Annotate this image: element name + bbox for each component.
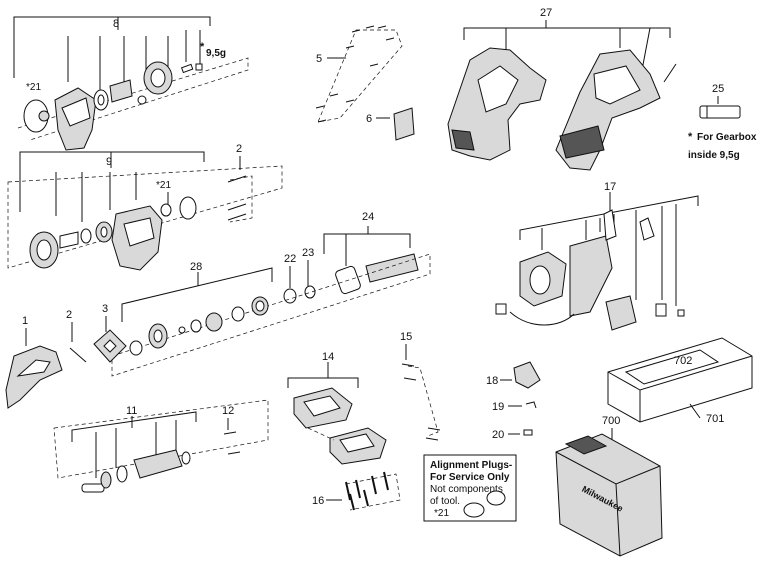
lock-button [513,361,541,389]
callout-700: 700 [602,415,620,427]
alignment-line2: For Service Only [430,472,510,483]
group-2-upper: 2 [227,143,253,223]
note-star21-b: *21 [156,180,171,191]
group-702-case: 702 701 [607,337,753,425]
callout-16: 16 [312,495,324,507]
group-27: 27 [447,7,677,171]
callout-702: 702 [674,355,692,367]
alignment-line4: of tool. [430,496,460,507]
callout-5: 5 [316,53,322,65]
asterisk-mark: * [200,41,205,53]
group-28: 28 [111,253,431,377]
group-15: 15 [400,331,441,441]
callout-24: 24 [362,211,374,223]
gearbox-note-line1: For Gearbox [697,132,757,143]
alignment-line3: Not components [430,484,503,495]
alignment-plug [463,502,485,518]
group-5: 5 [315,25,403,123]
callout-1: 1 [22,315,28,327]
group-25: 25 * For Gearbox inside 9,5g [688,83,757,161]
note-star21-a: *21 [26,82,41,93]
callout-11: 11 [126,405,137,417]
group-1: 1 [5,315,63,409]
callout-15: 15 [400,331,412,343]
callout-701: 701 [706,413,724,425]
armature-shaft [81,483,105,493]
callout-27: 27 [540,7,552,19]
callout-3: 3 [102,303,108,315]
weight-note: 9,5g [206,48,226,59]
group-11: 11 [53,399,269,493]
plunger-shaft [365,253,419,283]
label-plate [393,107,415,141]
shoe-plate [5,345,63,409]
callout-23: 23 [302,247,314,259]
gearbox-note-line2: inside 9,5g [688,150,740,161]
group-9: 9 *21 [7,151,283,271]
callout-28: 28 [190,261,202,273]
callout-2-lower: 2 [66,309,72,321]
group-17: 17 [495,181,699,331]
group-14: 14 [287,351,387,465]
callout-19: 19 [492,401,504,413]
group-16: 16 [312,471,401,511]
alignment-plugs-box: Alignment Plugs- For Service Only Not co… [423,454,517,522]
note-star21-c: *21 [434,508,449,519]
callout-22: 22 [284,253,296,265]
carry-case-702 [607,337,753,423]
armature [133,449,183,479]
group-700-case: 700 Milwaukee [555,415,663,557]
callout-25: 25 [712,83,724,95]
grease-tube [699,105,741,119]
control-board [569,235,613,317]
group-6: 6 [366,107,415,141]
callout-8: 8 [113,18,119,30]
group-3: 3 [93,303,127,363]
callout-2-upper: 2 [236,143,242,155]
group-8: 8 *21 * 9,5g [13,16,249,151]
callout-17: 17 [604,181,616,193]
group-12: 12 [222,405,241,455]
group-18-20: 18 19 20 [486,361,541,441]
callout-18: 18 [486,375,498,387]
alignment-line1: Alignment Plugs- [430,460,512,471]
group-2-lower: 2 [66,309,87,363]
callout-6: 6 [366,113,372,125]
carry-case-700 [555,433,663,557]
callout-14: 14 [322,351,334,363]
callout-9: 9 [106,156,112,168]
callout-20: 20 [492,429,504,441]
callout-12: 12 [222,405,234,417]
asterisk-mark-2: * [688,131,693,143]
group-22-23: 22 23 [283,247,316,304]
